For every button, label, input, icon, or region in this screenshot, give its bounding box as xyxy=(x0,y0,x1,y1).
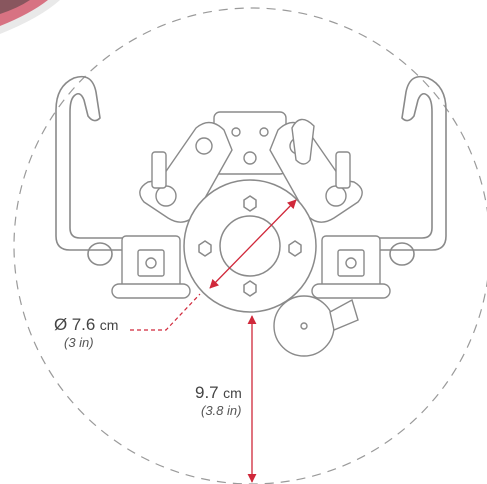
corner-accent xyxy=(0,0,60,34)
diameter-unit: cm xyxy=(99,317,119,333)
focus-knob xyxy=(273,295,359,357)
diameter-symbol: Ø xyxy=(54,315,68,334)
reach-circle xyxy=(13,7,487,484)
handles xyxy=(55,75,447,266)
diameter-imperial: (3 in) xyxy=(64,335,94,350)
top-mechanism xyxy=(139,111,363,223)
height-imperial: (3.8 in) xyxy=(201,403,242,418)
handle-clamps xyxy=(111,235,391,299)
diameter-indicator xyxy=(130,199,297,331)
mounting-plate xyxy=(183,179,317,313)
height-unit: cm xyxy=(223,385,242,401)
diameter-value: 7.6 xyxy=(71,315,96,334)
diameter-label: Ø 7.6 cm xyxy=(54,316,118,334)
height-value: 9.7 xyxy=(195,383,219,402)
height-label: 9.7 cm xyxy=(195,384,242,402)
